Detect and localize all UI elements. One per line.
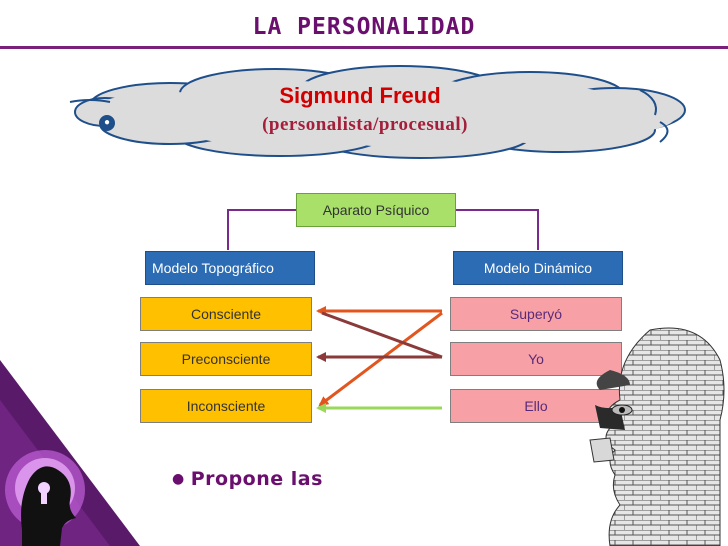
connector-left (227, 209, 296, 250)
right-item-ello: Ello (450, 389, 622, 423)
cloud-shape (69, 65, 686, 159)
freud-subtitle: (personalista/procesual) (262, 114, 468, 135)
arrow-yo-consciente (321, 311, 443, 359)
right-item-label: Superyó (509, 306, 563, 322)
right-item-label: Ello (524, 398, 548, 414)
right-item-superyo: Superyó (450, 297, 622, 331)
left-item-label: Consciente (190, 306, 262, 322)
left-item-inconsciente: Inconsciente (140, 389, 312, 423)
root-box: Aparato Psíquico (296, 193, 456, 227)
bullet-text: ● Propone las (172, 468, 323, 490)
bullet-dot-icon: ● (172, 471, 185, 487)
arrow-superyo-inconsciente (318, 311, 443, 407)
freud-name: Sigmund Freud (279, 83, 441, 108)
slide-title: LA PERSONALIDAD (252, 14, 476, 40)
left-item-preconsciente: Preconsciente (140, 342, 312, 376)
root-label: Aparato Psíquico (322, 202, 430, 218)
left-item-label: Preconsciente (181, 351, 271, 367)
left-item-label: Inconsciente (186, 398, 266, 414)
bullet-icon: ● (99, 115, 115, 131)
left-header-box: Modelo Topográfico (145, 251, 315, 285)
bullet-text-label: Propone las (190, 468, 323, 490)
right-item-label: Yo (528, 351, 544, 367)
connector-right (456, 209, 539, 250)
left-item-consciente: Consciente (140, 297, 312, 331)
brick-head-image (589, 327, 725, 546)
right-header-label: Modelo Dinámico (483, 260, 593, 276)
left-header-label: Modelo Topográfico (152, 260, 274, 276)
title-divider (0, 46, 728, 49)
right-item-yo: Yo (450, 342, 622, 376)
right-header-box: Modelo Dinámico (453, 251, 623, 285)
keyhole-head-image (0, 360, 140, 546)
